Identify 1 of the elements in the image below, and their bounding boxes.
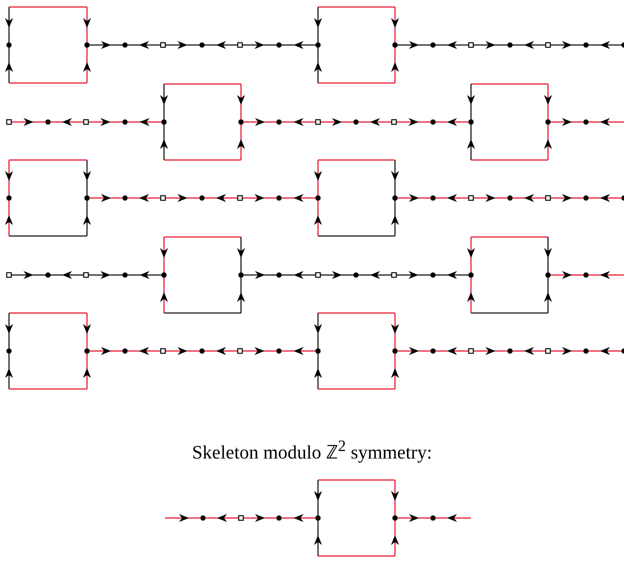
caption-text: Skeleton modulo ℤ$^{2}$ symmetry: [192,438,432,464]
